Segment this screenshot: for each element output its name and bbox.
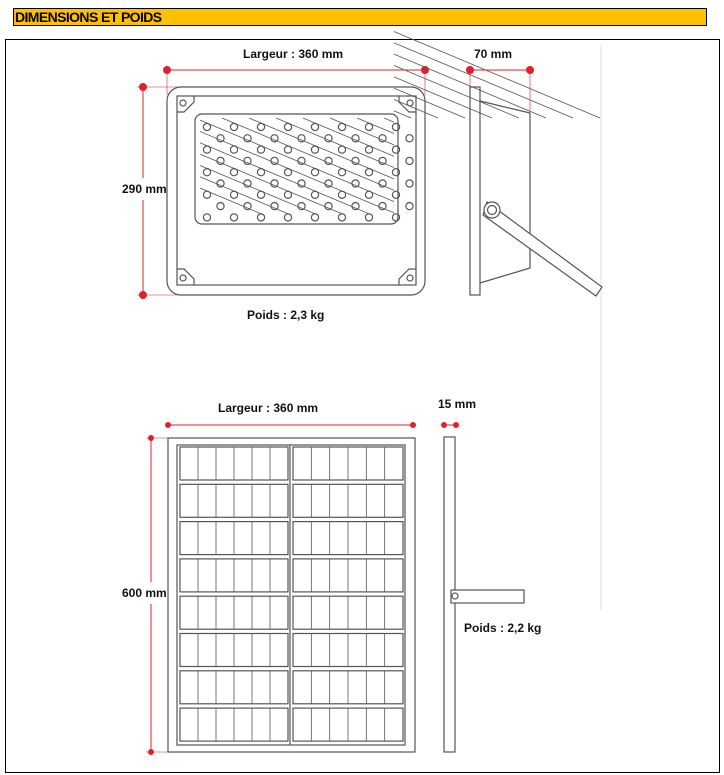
projector-depth-label: 70 mm <box>474 47 512 61</box>
lattice-line <box>199 119 395 202</box>
led <box>283 213 293 222</box>
led <box>216 179 225 188</box>
led <box>324 201 333 211</box>
panel-depth-dimension <box>441 422 459 428</box>
led <box>405 179 414 188</box>
panel-height-dimension <box>146 435 170 755</box>
led <box>351 179 360 188</box>
lattice-line <box>393 99 439 119</box>
panel-weight-label: Poids : 2,2 kg <box>464 621 541 635</box>
led <box>405 201 414 211</box>
lattice-line <box>302 117 395 157</box>
lattice-line <box>393 65 520 119</box>
panel-height-label: 600 mm <box>122 586 167 600</box>
solar-cells <box>179 446 404 742</box>
led <box>216 201 225 211</box>
led <box>364 213 374 222</box>
lattice-line <box>275 117 395 168</box>
led <box>229 213 239 222</box>
lattice-line <box>248 117 395 180</box>
led <box>243 201 252 211</box>
panel-depth-label: 15 mm <box>438 397 476 411</box>
lattice-line <box>356 117 395 134</box>
led <box>351 201 360 211</box>
led <box>391 190 401 199</box>
solar-panel-side-view <box>443 436 525 753</box>
projector-side-view <box>469 86 603 297</box>
lattice-line <box>199 165 318 215</box>
lattice-line <box>393 110 412 119</box>
led <box>391 167 401 177</box>
projector-width-label: Largeur : 360 mm <box>243 47 343 61</box>
lattice-line <box>221 117 395 191</box>
projector-width-dimension <box>163 66 429 95</box>
led <box>243 179 252 188</box>
lattice-line <box>199 187 264 215</box>
lattice-line <box>199 153 345 215</box>
section-title: DIMENSIONS ET POIDS <box>15 9 162 25</box>
lattice-line <box>383 117 395 123</box>
lattice-line <box>393 31 601 119</box>
led <box>405 134 414 143</box>
led <box>256 213 266 222</box>
led <box>270 179 279 188</box>
led <box>378 201 387 211</box>
led-array <box>199 31 601 222</box>
led <box>391 213 401 222</box>
panel-width-dimension <box>165 422 416 428</box>
led <box>391 122 401 132</box>
drawing-frame <box>5 39 720 773</box>
led <box>405 156 414 166</box>
led <box>337 213 347 222</box>
led <box>391 145 401 154</box>
lattice-line <box>329 117 395 146</box>
solar-panel-front-view <box>167 437 416 753</box>
lattice-line <box>393 87 466 119</box>
projector-depth-dimension <box>466 66 534 112</box>
section-header: DIMENSIONS ET POIDS <box>13 8 707 26</box>
led <box>297 179 306 188</box>
projector-height-dimension <box>137 83 180 299</box>
led <box>378 179 387 188</box>
lattice-line <box>199 176 291 215</box>
projector-height-label: 290 mm <box>122 182 167 196</box>
lattice-line <box>199 142 372 215</box>
panel-width-label: Largeur : 360 mm <box>218 401 318 415</box>
lattice-line <box>393 76 493 119</box>
lattice-line <box>199 131 395 214</box>
lattice-line <box>393 42 574 119</box>
led <box>324 179 333 188</box>
led <box>310 213 320 222</box>
projector-front-view <box>166 31 601 296</box>
led <box>297 201 306 211</box>
projector-weight-label: Poids : 2,3 kg <box>247 308 324 322</box>
led <box>270 201 279 211</box>
led <box>202 213 212 222</box>
